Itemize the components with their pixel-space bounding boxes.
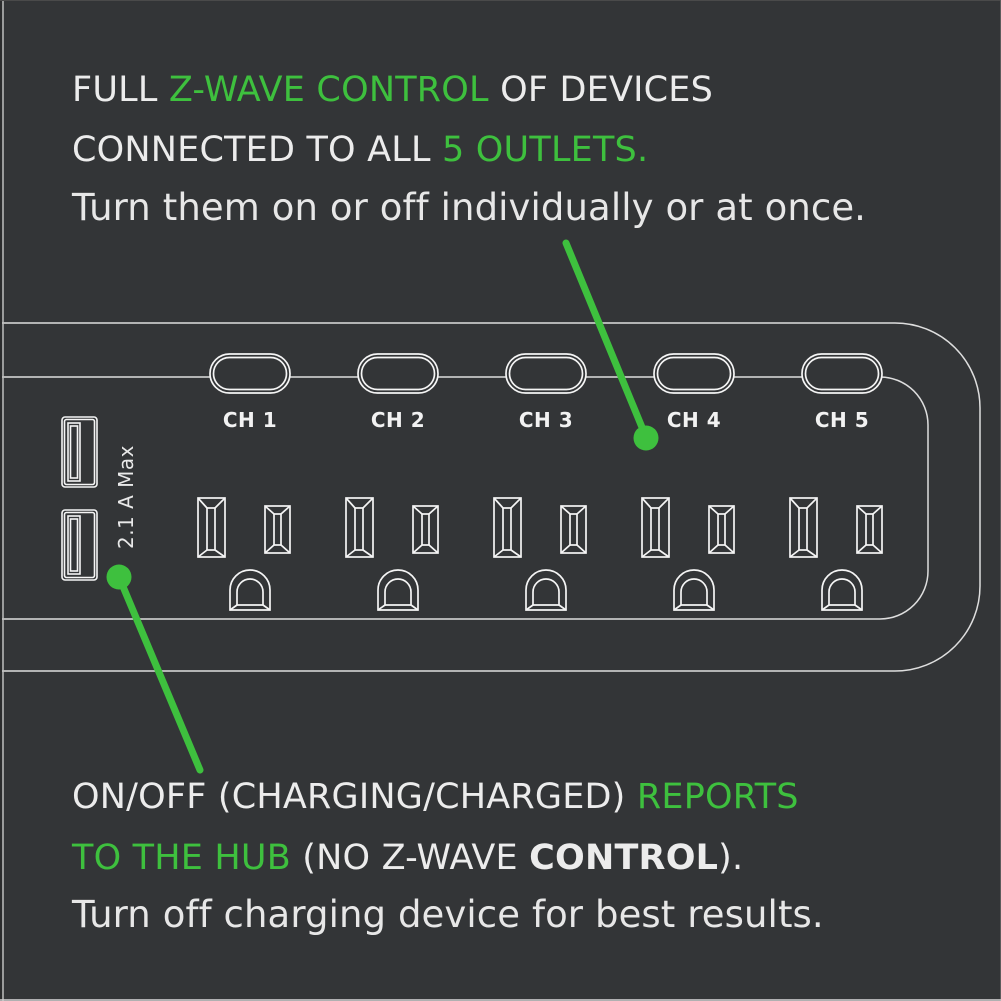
outlet-4 [641,497,735,611]
channel-button-1 [209,353,291,394]
top-line2-white: CONNECTED TO ALL [72,130,442,170]
bottom-callout-line2: TO THE HUB (NO Z-WAVE CONTROL). [72,838,743,878]
top-callout-pointer-dot [633,425,659,451]
top-line1-green: Z-WAVE CONTROL [168,70,489,110]
top-callout-line2: CONNECTED TO ALL 5 OUTLETS. [72,130,648,170]
left-edge-line [2,0,4,1001]
bottom-line2-bold: CONTROL [529,838,719,878]
outlet-3 [493,497,587,611]
bottom-line1-green: REPORTS [636,777,799,817]
top-callout-line1: FULL Z-WAVE CONTROL OF DEVICES [72,70,713,110]
usb-rating-label: 2.1 A Max [114,444,138,550]
top-callout-subline: Turn them on or off individually or at o… [72,186,867,229]
channel-label-5: CH 5 [814,408,870,432]
bottom-callout-pointer-line [115,573,204,774]
power-strip-face-outline [0,376,929,620]
bottom-line2-white1: (NO Z-WAVE [290,838,530,878]
channel-label-3: CH 3 [518,408,574,432]
left-edge-shade [0,0,2,1001]
bottom-edge-line [0,999,1001,1001]
channel-button-3 [505,353,587,394]
top-line2-green: 5 OUTLETS. [442,130,649,170]
bottom-line2-white2: ). [718,838,744,878]
channel-label-2: CH 2 [370,408,426,432]
top-line1-white1: FULL [72,70,169,110]
outlet-1 [197,497,291,611]
channel-button-2 [357,353,439,394]
channel-button-5 [801,353,883,394]
bottom-line1-white: ON/OFF (CHARGING/CHARGED) [72,777,637,817]
power-strip-outer-outline [0,322,981,672]
outlet-2 [345,497,439,611]
top-callout-pointer-line [562,239,650,441]
usb-port-1 [61,416,98,488]
channel-label-4: CH 4 [666,408,722,432]
top-line1-white2: OF DEVICES [488,70,713,110]
bottom-line2-green: TO THE HUB [72,838,291,878]
outlet-5 [789,497,883,611]
bottom-callout-subline: Turn off charging device for best result… [72,893,824,936]
channel-label-1: CH 1 [222,408,278,432]
top-edge-line [0,0,1001,1]
bottom-callout-line1: ON/OFF (CHARGING/CHARGED) REPORTS [72,777,799,817]
channel-button-4 [653,353,735,394]
usb-port-2 [61,509,98,581]
